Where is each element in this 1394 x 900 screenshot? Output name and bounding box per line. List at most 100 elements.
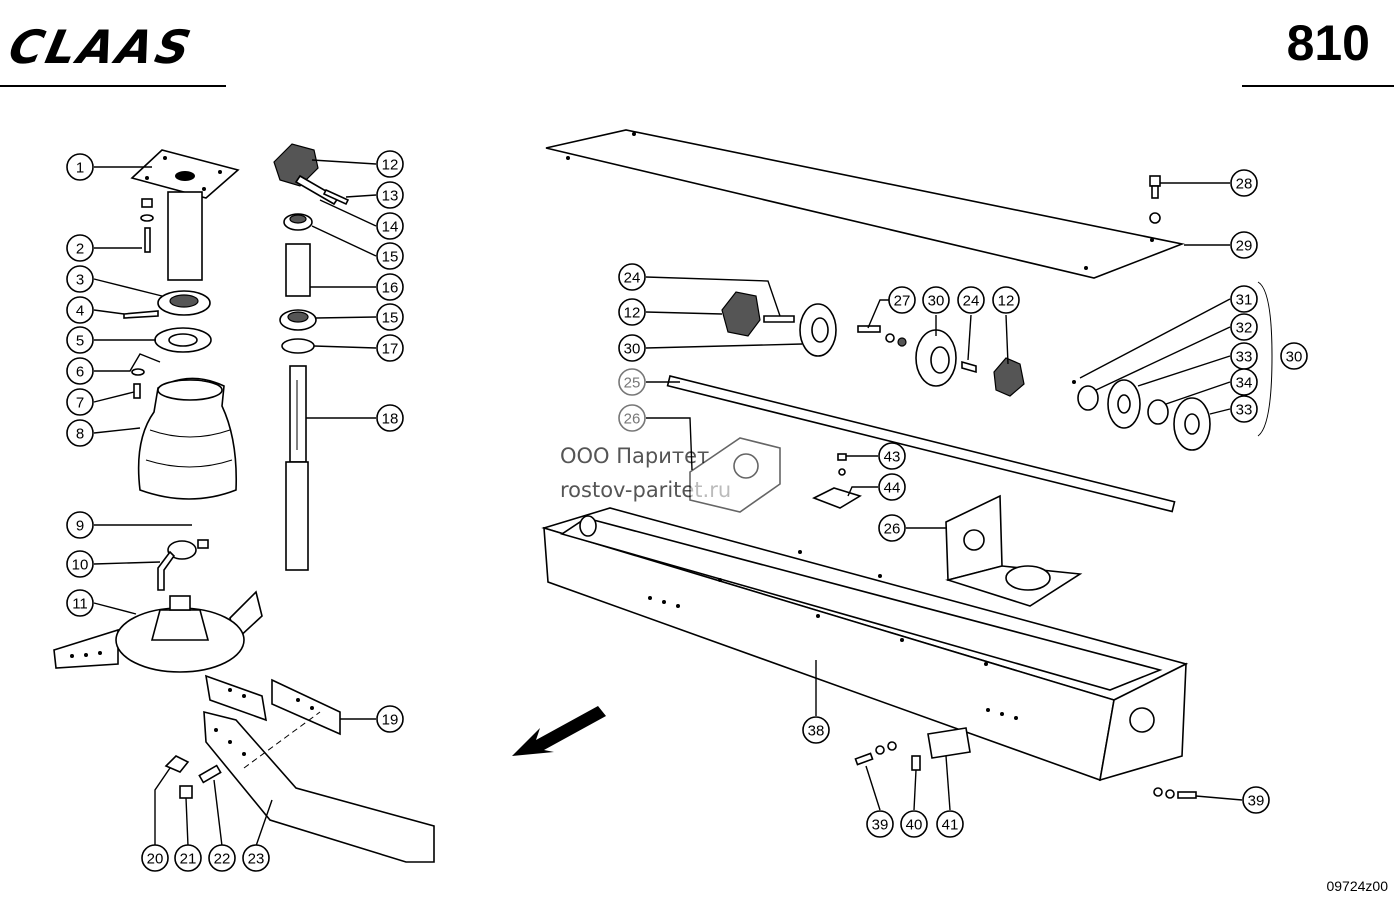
wing-nut-20 <box>164 755 190 773</box>
callout-31: 31 <box>1230 285 1258 313</box>
callout-circle <box>1230 395 1258 423</box>
drawing-number: 09724z00 <box>1326 878 1388 894</box>
callout-11: 11 <box>66 589 94 617</box>
callout-20: 20 <box>141 844 169 872</box>
callout-8: 8 <box>66 419 94 447</box>
callout-number: 31 <box>1236 292 1253 309</box>
callout-circle <box>802 716 830 744</box>
callout-circle <box>376 705 404 733</box>
callout-circle <box>618 334 646 362</box>
callout-circle <box>376 273 404 301</box>
callout-number: 26 <box>884 521 901 538</box>
callout-5: 5 <box>66 326 94 354</box>
callout-circle <box>992 286 1020 314</box>
bearing-15-bottom <box>279 309 317 331</box>
cover-plate-29 <box>545 129 1185 279</box>
callout-18: 18 <box>376 404 404 432</box>
callout-33: 33 <box>1230 342 1258 370</box>
callout-number: 24 <box>624 270 641 287</box>
callout-13: 13 <box>376 181 404 209</box>
bracket-30 <box>1257 281 1273 437</box>
callout-number: 24 <box>963 293 980 310</box>
callout-number: 38 <box>808 723 825 740</box>
callout-number: 20 <box>147 851 164 868</box>
callout-40: 40 <box>900 810 928 838</box>
callout-circle <box>66 326 94 354</box>
callout-circle <box>66 388 94 416</box>
callout-3: 3 <box>66 265 94 293</box>
callout-circle <box>1230 231 1258 259</box>
callout-43: 43 <box>878 442 906 470</box>
pin-13 <box>322 188 350 206</box>
callout-44: 44 <box>878 473 906 501</box>
drive-shaft-18 <box>285 365 309 571</box>
bearing-flange-30-a <box>799 303 837 357</box>
callout-24: 24 <box>618 263 646 291</box>
spacer-16 <box>285 243 311 297</box>
callout-12: 12 <box>376 150 404 178</box>
callout-number: 12 <box>382 157 399 174</box>
callout-14: 14 <box>376 212 404 240</box>
callout-24: 24 <box>957 286 985 314</box>
callout-number: 29 <box>1236 238 1253 255</box>
watermark-company: ООО Паритет <box>560 444 710 468</box>
bearing-15-top <box>283 213 313 231</box>
callout-number: 2 <box>76 241 84 258</box>
callout-circle <box>174 844 202 872</box>
callout-number: 43 <box>884 449 901 466</box>
callout-circle <box>1230 368 1258 396</box>
assembly-line <box>243 711 321 769</box>
callout-number: 22 <box>214 851 231 868</box>
callout-circle <box>888 286 916 314</box>
washer-6 <box>131 368 145 376</box>
callout-circle <box>866 810 894 838</box>
callout-34: 34 <box>1230 368 1258 396</box>
callout-number: 13 <box>382 188 399 205</box>
shaft-25 <box>666 375 1176 513</box>
callout-33: 33 <box>1230 395 1258 423</box>
bearing-flange-30-b <box>915 329 957 387</box>
callout-number: 7 <box>76 395 84 412</box>
callout-number: 17 <box>382 341 399 358</box>
callout-circle <box>66 589 94 617</box>
callout-circle <box>66 234 94 262</box>
callout-circle <box>66 357 94 385</box>
callout-circle <box>957 286 985 314</box>
callout-number: 10 <box>72 557 89 574</box>
callout-number: 30 <box>1286 349 1303 366</box>
callout-circle <box>900 810 928 838</box>
callout-circle <box>1280 342 1308 370</box>
callout-circle <box>618 404 646 432</box>
circlip-17 <box>281 338 315 354</box>
callout-32: 32 <box>1230 313 1258 341</box>
callout-25: 25 <box>618 368 646 396</box>
callout-number: 14 <box>382 219 399 236</box>
callout-22: 22 <box>208 844 236 872</box>
callout-number: 33 <box>1236 402 1253 419</box>
callout-16: 16 <box>376 273 404 301</box>
callout-21: 21 <box>174 844 202 872</box>
bearing-3 <box>157 290 211 316</box>
callout-23: 23 <box>242 844 270 872</box>
callout-28: 28 <box>1230 169 1258 197</box>
callout-number: 26 <box>624 411 641 428</box>
callout-number: 30 <box>928 293 945 310</box>
bolt-22 <box>198 764 222 784</box>
callout-circle <box>376 303 404 331</box>
callout-17: 17 <box>376 334 404 362</box>
callout-10: 10 <box>66 550 94 578</box>
leader-lines <box>93 159 1243 847</box>
callout-circle <box>1242 786 1270 814</box>
callout-30: 30 <box>922 286 950 314</box>
bolt-28 <box>1149 175 1161 224</box>
callout-number: 4 <box>76 303 84 320</box>
callout-number: 39 <box>872 817 889 834</box>
callout-circle <box>1230 169 1258 197</box>
callout-number: 33 <box>1236 349 1253 366</box>
callout-circle <box>618 368 646 396</box>
callout-circle <box>376 212 404 240</box>
callout-circle <box>376 242 404 270</box>
callout-number: 32 <box>1236 320 1253 337</box>
fasteners-39-40 <box>854 727 1197 799</box>
